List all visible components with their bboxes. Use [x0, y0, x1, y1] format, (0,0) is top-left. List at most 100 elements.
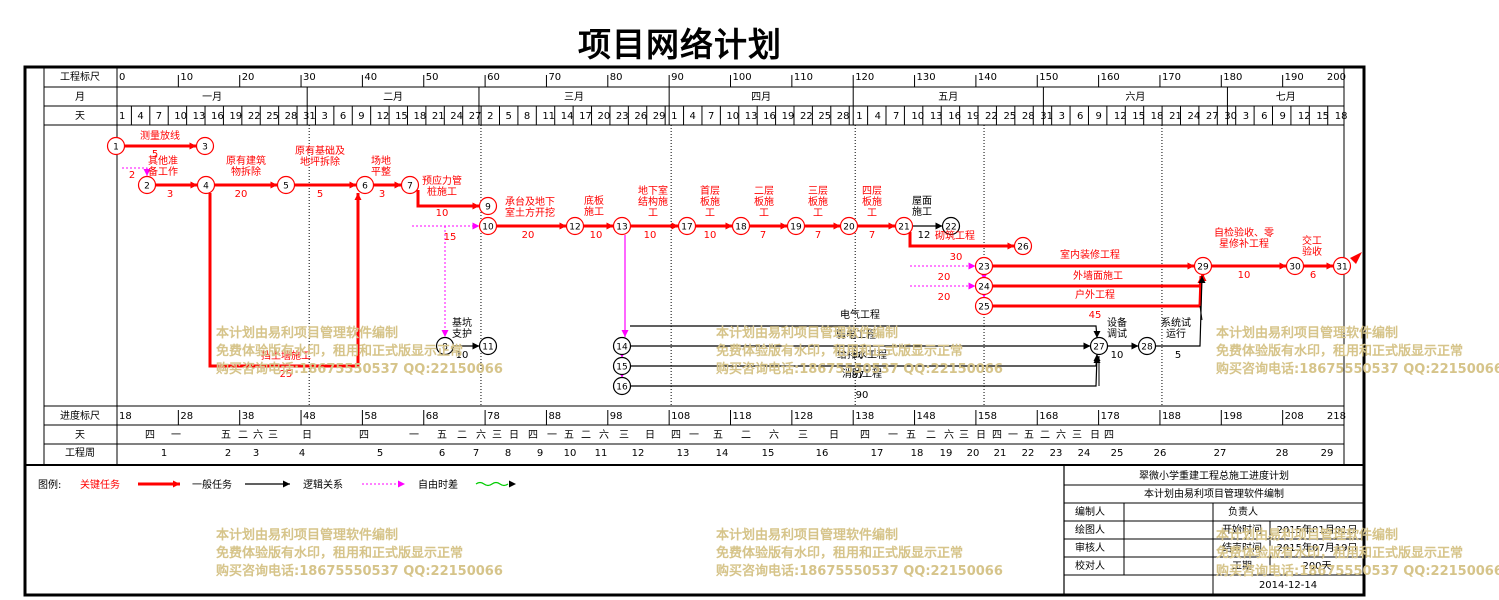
weekday: 六 — [253, 429, 263, 441]
week-number: 26 — [1154, 448, 1167, 459]
node-circle — [974, 256, 994, 276]
node-number: 12 — [569, 223, 580, 233]
day-tick-label: 10 — [174, 111, 187, 122]
day-tick-label: 28 — [1022, 111, 1035, 122]
task-duration: 3 — [167, 189, 173, 200]
task-duration: 7 — [815, 230, 821, 241]
week-number: 15 — [762, 448, 775, 459]
progress-tick-label: 158 — [978, 411, 997, 422]
task-label: 弱电工程 — [836, 328, 876, 341]
day-tick-label: 30 — [1224, 111, 1237, 122]
link-line — [1199, 305, 1203, 321]
progress-tick-label: 168 — [1039, 411, 1058, 422]
info-duration-value: 200天 — [1302, 561, 1331, 572]
task-label: 预应力管桩施工 — [422, 174, 462, 198]
day-tick-label: 14 — [561, 111, 574, 122]
week-number: 10 — [564, 448, 577, 459]
day-tick-label: 31 — [303, 111, 316, 122]
node-number: 4 — [203, 182, 209, 192]
node-circle — [786, 216, 806, 236]
ruler-tick-label: 150 — [1039, 72, 1058, 83]
node-number: 24 — [978, 283, 990, 293]
week-number: 20 — [967, 448, 980, 459]
day-tick-label: 29 — [653, 111, 666, 122]
node-circle — [677, 216, 697, 236]
week-label: 工程周 — [65, 447, 95, 459]
dependency-arrow — [1155, 275, 1203, 347]
node-circle — [941, 216, 961, 236]
day-tick-label: 11 — [542, 111, 555, 122]
arrow-head — [472, 202, 480, 210]
weekday: 日 — [829, 430, 839, 441]
node-number: 17 — [681, 223, 692, 233]
day-tick-label: 19 — [967, 111, 980, 122]
task-label: 其他准备工作 — [148, 154, 178, 178]
weekday: 二 — [1040, 430, 1050, 441]
info-reviewer-label: 审核人 — [1075, 541, 1105, 554]
week-number: 16 — [816, 448, 829, 459]
weekday: 六 — [769, 429, 779, 441]
arrow-head — [671, 222, 679, 230]
task-duration: 87 — [852, 370, 865, 381]
week-number: 23 — [1050, 448, 1063, 459]
arrow-head — [968, 262, 976, 270]
legend-free-label: 自由时差 — [418, 478, 458, 491]
weekday: 六 — [476, 429, 486, 441]
day-tick-label: 9 — [358, 111, 364, 122]
day-tick-label: 7 — [708, 111, 714, 122]
info-drawer-label: 绘图人 — [1075, 523, 1105, 536]
day-tick-label: 12 — [1298, 111, 1311, 122]
weekday: 二 — [457, 430, 467, 441]
task-duration: 10 — [436, 208, 449, 219]
weekday: 四 — [992, 430, 1002, 441]
free-float-value: 15 — [444, 232, 457, 243]
day-tick-label: 2 — [487, 111, 493, 122]
weekday-label: 天 — [75, 430, 85, 441]
day-tick-label: 10 — [726, 111, 739, 122]
weekday: 一 — [409, 430, 419, 441]
ruler-tick-label: 50 — [426, 72, 439, 83]
week-number: 25 — [1111, 448, 1124, 459]
node-circle — [276, 175, 296, 195]
arrow-head — [354, 193, 362, 200]
progress-tick-label: 198 — [1223, 411, 1242, 422]
task-label: 屋面施工 — [912, 195, 932, 218]
month-name: 三月 — [564, 91, 584, 103]
node-number: 28 — [1141, 343, 1153, 353]
node-number: 19 — [790, 223, 802, 233]
ruler-tick-label: 80 — [610, 72, 623, 83]
weekday: 四 — [359, 430, 369, 441]
week-number: 11 — [595, 448, 608, 459]
node-circle — [731, 216, 751, 236]
day-tick-label: 28 — [285, 111, 298, 122]
ruler-tick-label: 200 — [1327, 72, 1346, 83]
ruler-tick-label: 20 — [242, 72, 255, 83]
task-duration: 20 — [522, 230, 535, 241]
node-circle — [478, 196, 498, 216]
task-label: 电气工程 — [840, 308, 880, 321]
day-tick-label: 18 — [413, 111, 426, 122]
month-name: 七月 — [1276, 91, 1296, 103]
week-number: 2 — [225, 448, 231, 459]
day-label: 天 — [75, 111, 85, 122]
ruler-tick-label: 170 — [1162, 72, 1181, 83]
watermark-line: 本计划由易利项目管理软件编制 — [716, 528, 899, 543]
free-float-value: 30 — [950, 252, 963, 263]
week-number: 14 — [716, 448, 729, 459]
node-number: 7 — [407, 182, 413, 192]
day-tick-label: 3 — [1059, 111, 1065, 122]
progress-tick-label: 78 — [487, 411, 500, 422]
weekday: 五 — [1024, 430, 1034, 441]
day-tick-label: 6 — [340, 111, 346, 122]
day-tick-label: 6 — [1261, 111, 1267, 122]
progress-tick-label: 208 — [1285, 411, 1304, 422]
node-circle — [106, 136, 126, 156]
task-duration: 20 — [235, 189, 248, 200]
day-tick-label: 13 — [745, 111, 758, 122]
arrow-head — [173, 480, 180, 488]
dependency-arrow — [208, 193, 360, 368]
arrow-head — [1083, 342, 1091, 350]
arrow-head — [394, 181, 402, 189]
node-circle — [1013, 236, 1033, 256]
day-tick-label: 15 — [1132, 111, 1145, 122]
